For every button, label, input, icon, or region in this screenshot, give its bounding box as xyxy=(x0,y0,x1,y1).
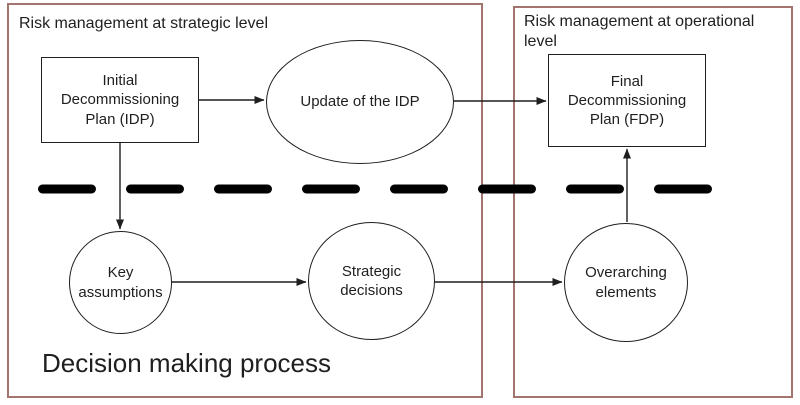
panel-operational-level xyxy=(513,6,793,398)
strategic-panel-title: Risk management at strategic level xyxy=(19,15,268,32)
node-initial-decommissioning-plan: Initial Decommissioning Plan (IDP) xyxy=(41,57,199,143)
operational-panel-title: Risk management at operational level xyxy=(524,13,755,51)
node-strategic-decisions: Strategic decisions xyxy=(308,222,435,340)
node-update-of-the-idp: Update of the IDP xyxy=(266,40,454,164)
node-key-assumptions: Key assumptions xyxy=(69,231,172,334)
node-overarching-elements: Overarching elements xyxy=(564,223,688,342)
caption-decision-making-process: Decision making process xyxy=(42,348,332,378)
panel-strategic-level xyxy=(7,3,483,398)
node-final-decommissioning-plan: Final Decommissioning Plan (FDP) xyxy=(548,54,706,147)
